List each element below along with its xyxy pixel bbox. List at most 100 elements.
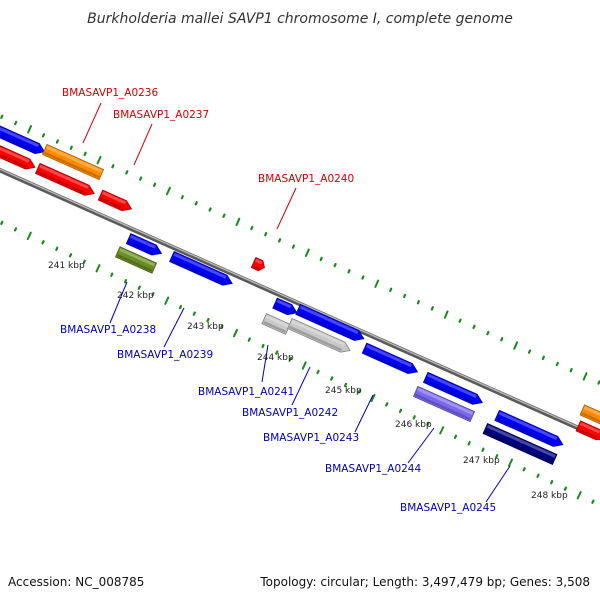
connector-a0239 xyxy=(163,307,185,348)
gene-labels-top: BMASAVP1_A0236 BMASAVP1_A0237 BMASAVP1_A… xyxy=(62,87,354,185)
tick-major xyxy=(576,491,582,500)
tick-major xyxy=(233,328,238,338)
kbp-label: 248 kbp xyxy=(531,491,568,501)
gene-label-a0236[interactable]: BMASAVP1_A0236 xyxy=(62,87,158,99)
gene-label-a0245[interactable]: BMASAVP1_A0245 xyxy=(400,502,496,514)
tick-minor xyxy=(208,207,212,212)
kbp-label: 243 kbp xyxy=(187,322,224,332)
gene-left-red[interactable] xyxy=(0,143,37,173)
tick-minor xyxy=(412,415,416,420)
topology-text: Topology: circular; Length: 3,497,479 bp… xyxy=(259,575,590,589)
gene-label-a0243[interactable]: BMASAVP1_A0243 xyxy=(263,432,359,444)
gene-a0237[interactable] xyxy=(34,162,96,198)
tick-minor xyxy=(222,213,226,218)
gene-a0237b[interactable] xyxy=(97,189,134,214)
tick-rings xyxy=(0,114,600,504)
kbp-label: 245 kbp xyxy=(325,386,362,396)
tick-minor xyxy=(333,262,337,268)
gene-a0242[interactable] xyxy=(287,318,353,356)
gene-blue-c[interactable] xyxy=(494,409,565,449)
gene-a0239[interactable] xyxy=(169,251,235,289)
gene-blue-b[interactable] xyxy=(422,371,484,407)
gene-label-a0237[interactable]: BMASAVP1_A0237 xyxy=(113,109,209,121)
tick-minor xyxy=(500,337,504,342)
tick-minor xyxy=(343,382,348,388)
tick-minor xyxy=(220,324,224,329)
tick-minor xyxy=(0,114,4,120)
tick-minor xyxy=(541,355,546,360)
gene-right-red[interactable] xyxy=(575,420,600,443)
gene-label-a0239[interactable]: BMASAVP1_A0239 xyxy=(117,349,213,361)
kbp-label: 244 kbp xyxy=(257,353,294,363)
map-title: Burkholderia mallei SAVP1 chromosome I, … xyxy=(87,11,513,27)
gene-label-a0240[interactable]: BMASAVP1_A0240 xyxy=(258,173,354,185)
gene-a0238[interactable] xyxy=(114,246,158,274)
gene-label-a0244[interactable]: BMASAVP1_A0244 xyxy=(325,463,421,475)
tick-major xyxy=(374,279,380,288)
tick-major xyxy=(513,341,519,350)
tick-major xyxy=(304,248,310,257)
tick-minor xyxy=(247,337,251,342)
tick-minor xyxy=(536,473,540,478)
tick-major xyxy=(439,426,445,435)
tick-minor xyxy=(555,361,559,367)
gene-right-orange[interactable] xyxy=(579,404,600,428)
gene-a0244[interactable] xyxy=(412,385,476,423)
tick-minor xyxy=(14,120,18,126)
gene-a0245[interactable] xyxy=(482,422,558,466)
gene-a0243[interactable] xyxy=(361,342,419,377)
tick-major xyxy=(235,217,241,227)
tick-minor xyxy=(430,306,434,311)
connector-a0243 xyxy=(354,394,374,433)
tick-major xyxy=(95,264,101,273)
kbp-label: 241 kbp xyxy=(48,261,85,271)
tick-minor xyxy=(275,350,279,355)
tick-minor xyxy=(522,467,526,472)
tick-minor xyxy=(591,499,595,504)
tick-minor xyxy=(137,285,141,290)
tick-minor xyxy=(467,441,471,446)
tick-minor xyxy=(563,486,568,491)
tick-minor xyxy=(261,343,265,349)
tick-minor xyxy=(0,220,4,225)
gene-label-a0242[interactable]: BMASAVP1_A0242 xyxy=(242,407,338,419)
gene-a0241[interactable] xyxy=(261,313,291,335)
kbp-labels: 241 kbp 242 kbp 243 kbp 244 kbp 245 kbp … xyxy=(48,261,568,501)
tick-minor xyxy=(41,240,45,245)
gene-blue-a0241b[interactable] xyxy=(272,297,299,318)
tick-major xyxy=(96,155,102,165)
gene-a0236[interactable] xyxy=(41,143,105,181)
tick-minor xyxy=(398,408,403,414)
tick-minor xyxy=(472,324,476,330)
tick-minor xyxy=(250,225,254,231)
tick-minor xyxy=(385,402,389,407)
tick-minor xyxy=(403,293,407,299)
tick-minor xyxy=(41,133,46,138)
tick-minor xyxy=(319,256,323,262)
tick-minor xyxy=(495,454,499,459)
tick-minor xyxy=(55,246,59,251)
tick-major xyxy=(164,296,170,305)
gene-left-blue[interactable] xyxy=(0,122,47,157)
tick-minor xyxy=(110,272,114,277)
gene-blue-over[interactable] xyxy=(295,303,366,343)
gene-label-a0238[interactable]: BMASAVP1_A0238 xyxy=(60,324,156,336)
tick-minor xyxy=(357,389,361,394)
tick-minor xyxy=(69,145,73,150)
connector-a0245 xyxy=(485,465,511,503)
tick-minor xyxy=(180,195,184,200)
tick-minor xyxy=(416,300,420,305)
connector-a0238 xyxy=(109,281,128,324)
gene-small-blue[interactable] xyxy=(125,233,163,259)
gene-label-a0241[interactable]: BMASAVP1_A0241 xyxy=(198,386,294,398)
tick-minor xyxy=(194,201,198,206)
gene-a0240[interactable] xyxy=(250,257,266,273)
tick-minor xyxy=(178,305,183,310)
tick-minor xyxy=(550,480,554,485)
tick-major xyxy=(166,186,171,196)
label-connectors xyxy=(82,102,511,503)
tick-minor xyxy=(278,238,282,243)
tick-minor xyxy=(316,369,320,375)
tick-major xyxy=(26,231,32,240)
